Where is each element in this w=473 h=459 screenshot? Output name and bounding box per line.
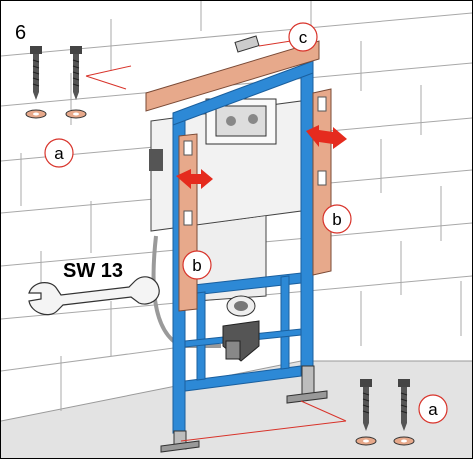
callout-c-top: c (288, 22, 318, 52)
wrench-icon (28, 276, 160, 316)
callout-a-bottom-right: a (418, 394, 448, 424)
step-number: 6 (15, 22, 26, 44)
callout-a-top-left: a (44, 138, 74, 168)
wrench-size-label: SW 13 (63, 260, 123, 282)
svg-text:a: a (428, 400, 438, 419)
screws-top-left (25, 46, 87, 119)
svg-text:a: a (54, 144, 64, 163)
adjust-arrow-left (176, 169, 213, 189)
wooden-board-top (145, 35, 320, 112)
callout-b-left: b (182, 250, 212, 280)
drain-fitting (222, 295, 260, 362)
cistern (149, 98, 302, 302)
frame-feet (160, 365, 328, 453)
callout-b-right: b (322, 204, 352, 234)
floor (1, 361, 472, 458)
svg-text:b: b (192, 256, 201, 275)
adjust-arrow-right (306, 125, 347, 149)
floor-edge (1, 360, 302, 422)
wooden-board-left (178, 133, 198, 312)
wooden-board-right (312, 88, 332, 276)
screws-bottom-right (355, 379, 415, 446)
svg-text:b: b (332, 210, 341, 229)
pointer-lines (85, 40, 347, 442)
svg-text:c: c (299, 28, 308, 47)
